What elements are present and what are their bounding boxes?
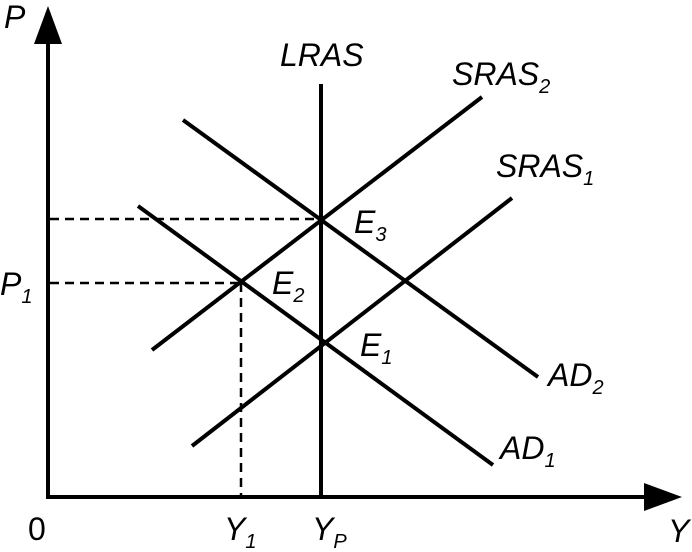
e2-label-main: E bbox=[272, 265, 294, 301]
p1-label-sub: 1 bbox=[21, 286, 32, 308]
sras2-label-sub: 2 bbox=[538, 76, 550, 98]
ad2-label-main: AD bbox=[546, 357, 592, 393]
e1-label: E1 bbox=[360, 327, 392, 369]
e3-label: E3 bbox=[354, 204, 386, 246]
ad1-label-main: AD bbox=[498, 430, 544, 466]
p1-label-main: P bbox=[0, 266, 22, 302]
y-axis-arrow bbox=[34, 6, 62, 44]
x-axis-label: Y bbox=[668, 513, 692, 549]
e1-label-sub: 1 bbox=[381, 347, 392, 369]
sras2-line bbox=[150, 95, 484, 352]
x-axis-arrow bbox=[644, 483, 682, 511]
e1-label-main: E bbox=[360, 327, 382, 363]
ad2-label: AD2 bbox=[546, 357, 604, 399]
e2-label: E2 bbox=[272, 265, 304, 307]
y1-label-sub: 1 bbox=[245, 531, 256, 552]
e3-label-main: E bbox=[354, 204, 376, 240]
e3-label-sub: 3 bbox=[375, 224, 386, 246]
y-axis-label: P bbox=[4, 0, 26, 35]
e2-label-sub: 2 bbox=[292, 285, 304, 307]
p1-label: P1 bbox=[0, 266, 32, 308]
lras-label-main: LRAS bbox=[280, 37, 364, 73]
ad2-line bbox=[181, 118, 540, 379]
origin-label: 0 bbox=[28, 511, 46, 547]
sras2-label: SRAS2 bbox=[452, 56, 550, 98]
lras-label: LRAS bbox=[280, 37, 364, 73]
ad1-label: AD1 bbox=[498, 430, 556, 472]
ad1-label-sub: 1 bbox=[544, 450, 555, 472]
sras1-label-main: SRAS bbox=[496, 148, 583, 184]
ad1-line bbox=[136, 204, 495, 467]
y1-label-main: Y bbox=[224, 511, 248, 547]
yp-label-main: Y bbox=[312, 511, 336, 547]
y1-label: Y1 bbox=[224, 511, 256, 552]
ad2-label-sub: 2 bbox=[591, 377, 603, 399]
yp-label: YP bbox=[312, 511, 347, 552]
sras1-label: SRAS1 bbox=[496, 148, 594, 190]
sras1-line bbox=[190, 196, 514, 448]
yp-label-sub: P bbox=[333, 531, 347, 552]
sras2-label-main: SRAS bbox=[452, 56, 539, 92]
sras1-label-sub: 1 bbox=[583, 168, 594, 190]
